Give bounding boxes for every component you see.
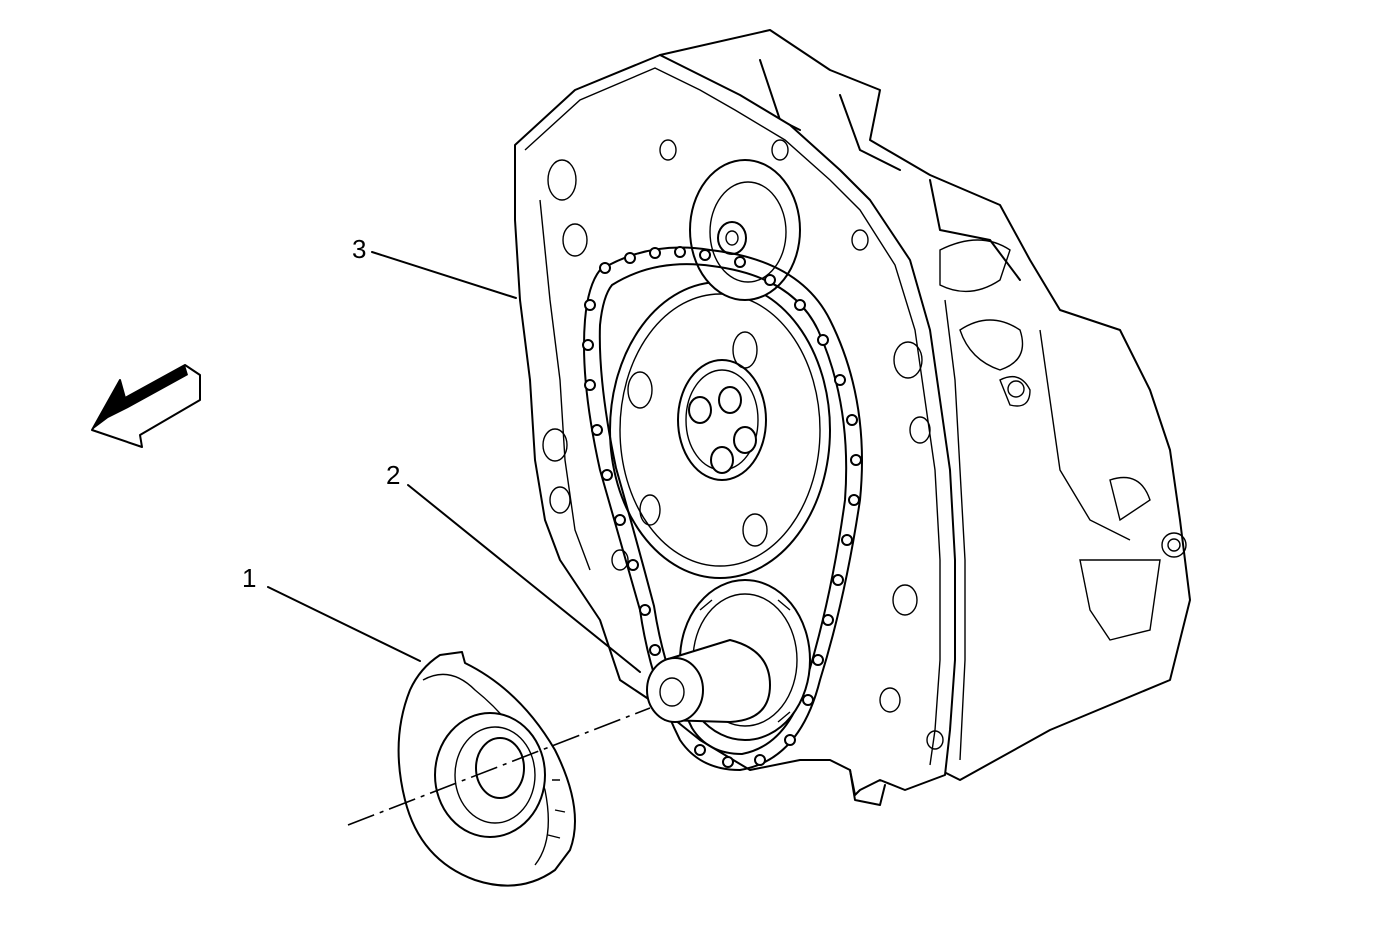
callout-number-1: 1 — [242, 563, 256, 593]
alignment-centerline — [347, 707, 651, 826]
upper-drive-gear — [689, 159, 801, 301]
callout-number-3: 3 — [352, 234, 366, 264]
leader-line-3 — [371, 251, 517, 299]
cam-bolt — [733, 426, 757, 454]
camshaft-sprocket — [609, 281, 831, 579]
callout-number-2: 2 — [386, 460, 400, 490]
cam-bolt — [718, 386, 742, 414]
cam-bolt — [710, 446, 734, 474]
front-direction-arrow-icon — [91, 364, 201, 448]
cam-bolt — [688, 396, 712, 424]
leader-line-2 — [407, 484, 641, 673]
leader-line-1 — [267, 586, 421, 662]
front-crankshaft-seal — [397, 651, 576, 887]
callout-leaders — [267, 251, 641, 673]
timing-chain — [582, 246, 863, 771]
crankshaft-spacer — [646, 639, 771, 723]
chain-links — [582, 246, 862, 768]
